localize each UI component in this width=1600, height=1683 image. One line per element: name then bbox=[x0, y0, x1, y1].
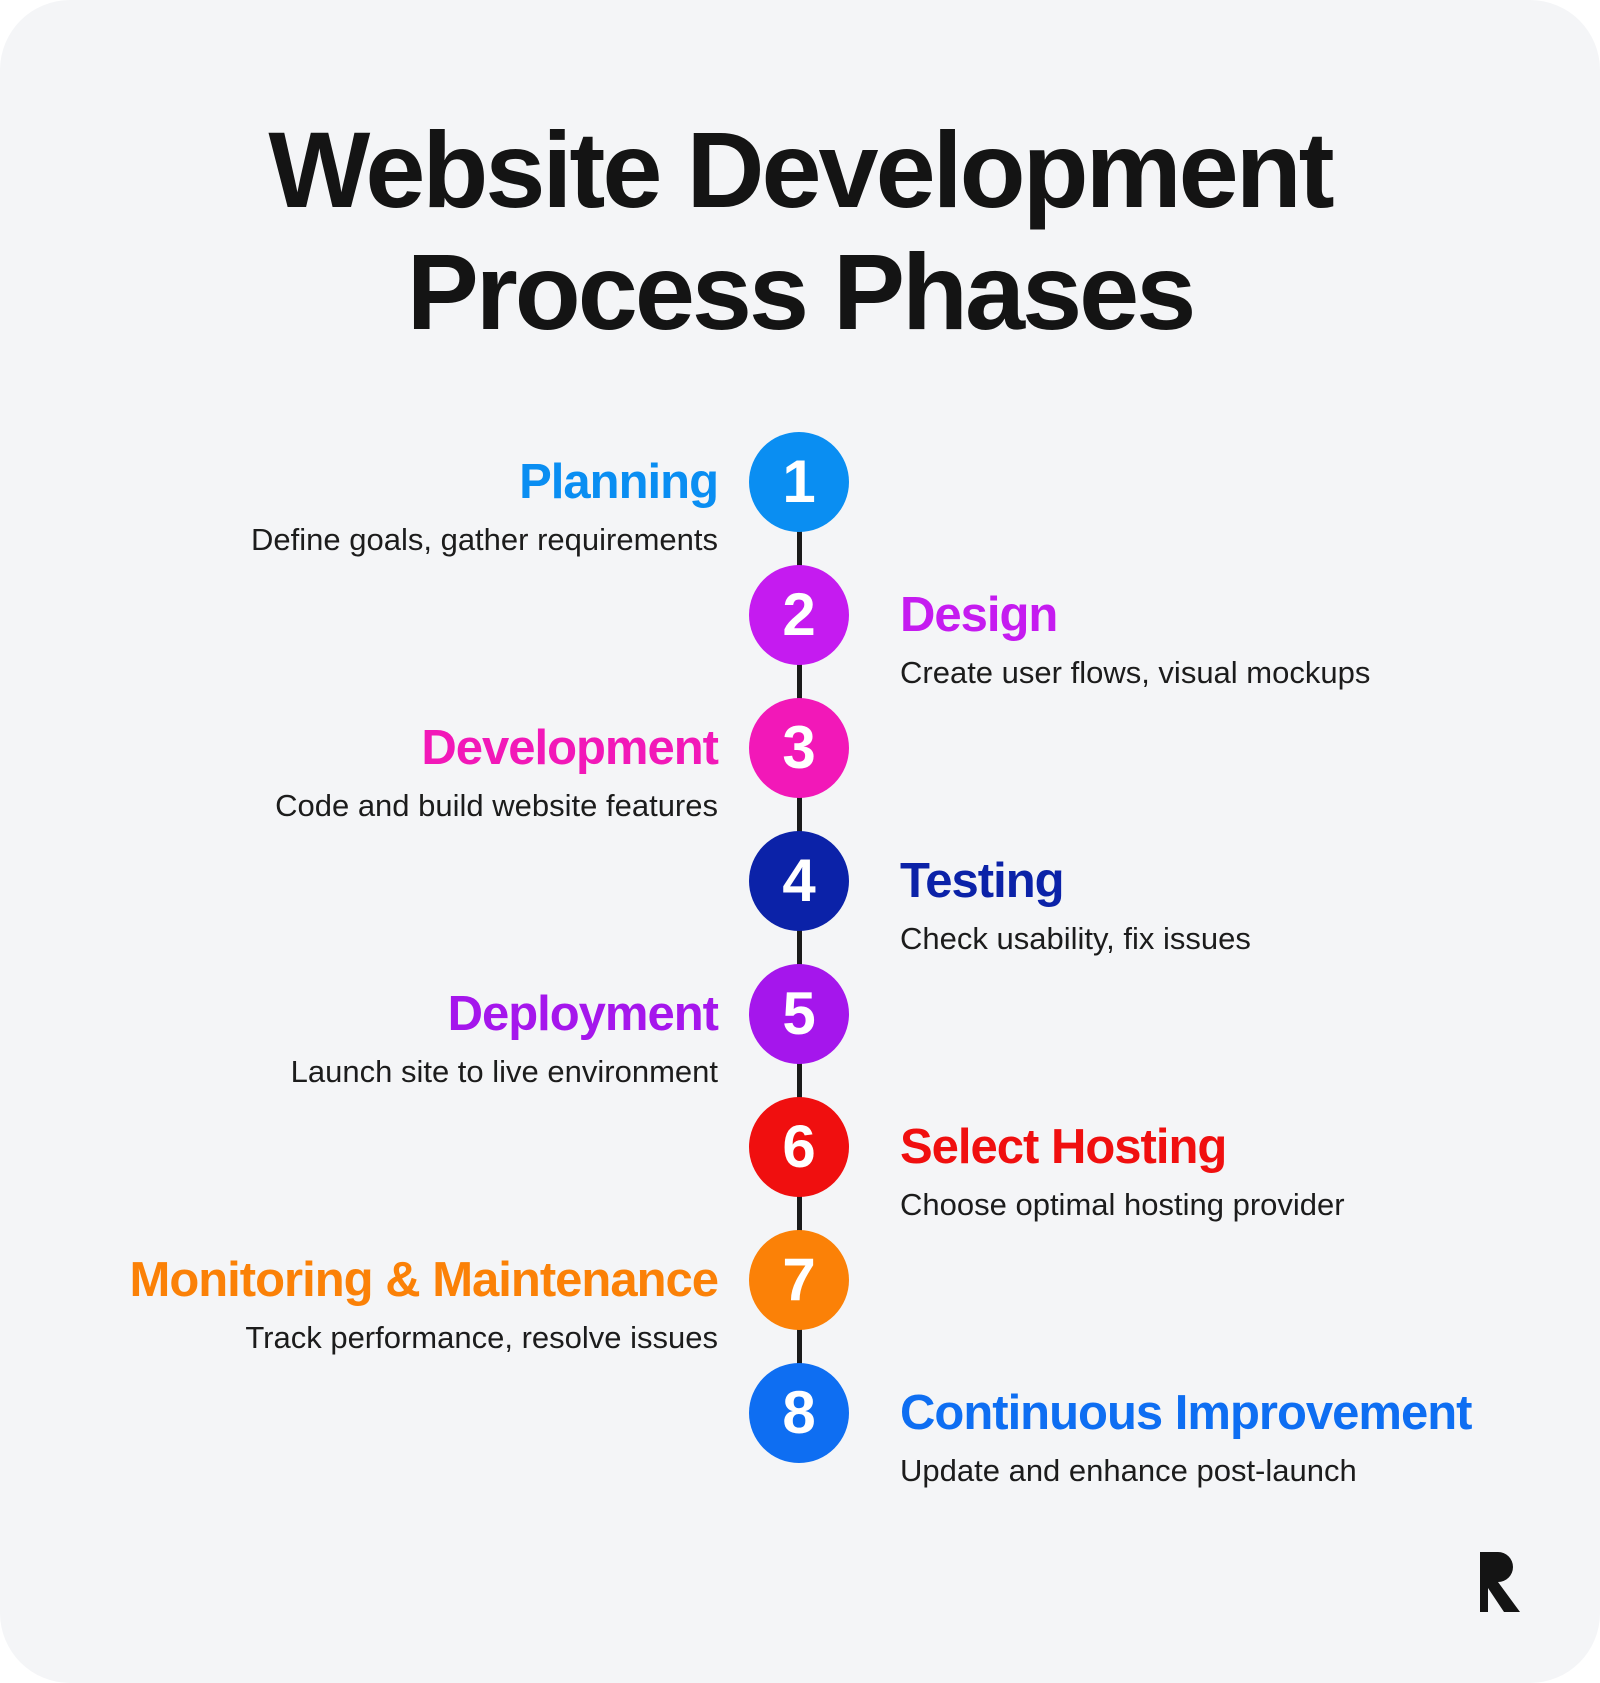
step-title: Planning bbox=[519, 455, 719, 509]
step-number-badge: 6 bbox=[749, 1097, 849, 1197]
step-description: Update and enhance post-launch bbox=[900, 1453, 1357, 1488]
timeline-connector bbox=[797, 500, 802, 1380]
step-title: Testing bbox=[900, 854, 1065, 908]
step-title: Deployment bbox=[447, 987, 719, 1041]
step-title: Development bbox=[421, 721, 719, 775]
step-description: Code and build website features bbox=[275, 788, 718, 823]
r-logo-icon bbox=[1480, 1552, 1520, 1612]
step-description: Launch site to live environment bbox=[290, 1054, 718, 1089]
step-title: Monitoring & Maintenance bbox=[129, 1253, 719, 1307]
step-number-badge: 3 bbox=[749, 698, 849, 798]
step-number-badge: 4 bbox=[749, 831, 849, 931]
page-title-line-2: Process Phases bbox=[406, 231, 1197, 352]
page-title-line-1: Website Development bbox=[268, 109, 1334, 230]
step-title: Select Hosting bbox=[900, 1120, 1227, 1174]
step-number-badge: 5 bbox=[749, 964, 849, 1064]
step-description: Track performance, resolve issues bbox=[245, 1320, 718, 1355]
step-description: Choose optimal hosting provider bbox=[900, 1187, 1345, 1222]
step-description: Create user flows, visual mockups bbox=[900, 655, 1371, 690]
step-description: Check usability, fix issues bbox=[900, 921, 1251, 956]
step-title: Design bbox=[900, 588, 1058, 642]
step-number-badge: 2 bbox=[749, 565, 849, 665]
step-number-badge: 8 bbox=[749, 1363, 849, 1463]
step-number-badge: 7 bbox=[749, 1230, 849, 1330]
step-title: Continuous Improvement bbox=[900, 1386, 1472, 1440]
step-number-badge: 1 bbox=[749, 432, 849, 532]
step-description: Define goals, gather requirements bbox=[251, 522, 718, 557]
